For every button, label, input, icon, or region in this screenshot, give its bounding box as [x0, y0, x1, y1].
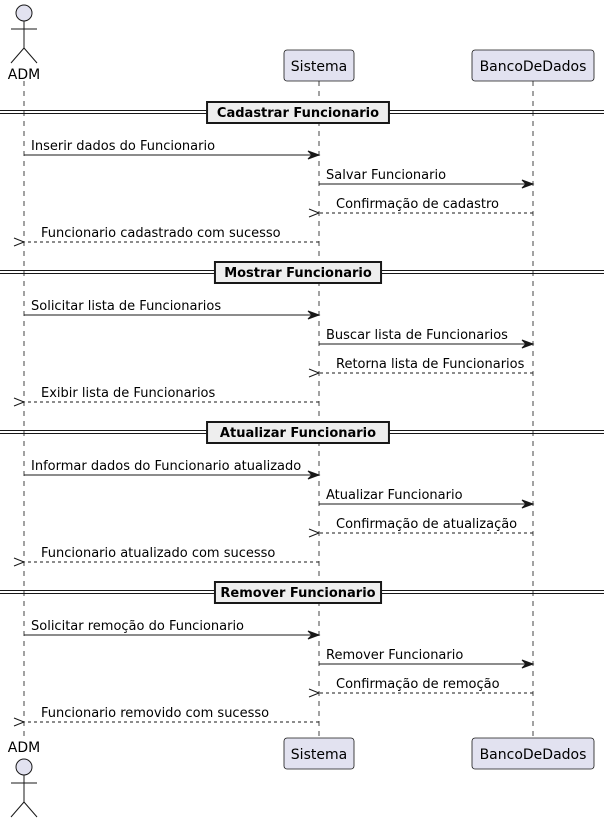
message-label: Remover Funcionario — [326, 648, 463, 663]
actor-leg-left — [10, 801, 25, 818]
section-title: Atualizar Funcionario — [220, 426, 376, 441]
actor-leg-right — [23, 801, 38, 818]
message-label: Retorna lista de Funcionarios — [336, 357, 525, 372]
arrowhead-open-icon — [13, 397, 26, 407]
actor-icon-bottom — [10, 758, 38, 818]
arrowhead-filled-icon — [307, 630, 321, 640]
section-title-box — [213, 581, 383, 604]
section-title: Cadastrar Funcionario — [217, 106, 379, 121]
actor-leg-left — [10, 47, 25, 64]
participant-box-db-bottom — [471, 737, 595, 770]
participant-box-db-top — [471, 49, 595, 82]
actor-icon-top — [10, 4, 38, 64]
participant-label-sis-top: Sistema — [291, 59, 347, 75]
message-label: Funcionario cadastrado com sucesso — [41, 226, 281, 241]
message-label: Confirmação de remoção — [336, 677, 500, 692]
arrowhead-filled-icon — [521, 179, 535, 189]
participant-box-sis-top — [283, 49, 355, 82]
participant-label-db-bottom: BancoDeDados — [480, 747, 587, 763]
actor-head — [15, 758, 33, 776]
message-label: Inserir dados do Funcionario — [31, 139, 215, 154]
arrowhead-open-icon — [13, 557, 26, 567]
message-label: Confirmação de cadastro — [336, 197, 499, 212]
message-label: Funcionario removido com sucesso — [41, 706, 269, 721]
message-label: Atualizar Funcionario — [326, 488, 463, 503]
arrowhead-open-icon — [13, 717, 26, 727]
arrowhead-open-icon — [308, 368, 321, 378]
section-title: Mostrar Funcionario — [224, 266, 372, 281]
message-label: Informar dados do Funcionario atualizado — [31, 459, 301, 474]
arrowhead-open-icon — [308, 208, 321, 218]
arrowhead-filled-icon — [521, 499, 535, 509]
message-label: Confirmação de atualização — [336, 517, 517, 532]
participant-label-sis-bottom: Sistema — [291, 747, 347, 763]
message-label: Solicitar lista de Funcionarios — [31, 299, 221, 314]
arrowhead-open-icon — [308, 688, 321, 698]
message-label: Exibir lista de Funcionarios — [41, 386, 216, 401]
section-title: Remover Funcionario — [220, 586, 375, 601]
participant-label-adm-bottom: ADM — [8, 740, 40, 756]
actor-leg-right — [23, 47, 38, 64]
section-title-box — [213, 261, 383, 284]
message-label: Salvar Funcionario — [326, 168, 446, 183]
arrowhead-filled-icon — [307, 310, 321, 320]
arrowhead-filled-icon — [307, 470, 321, 480]
arrowhead-open-icon — [13, 237, 26, 247]
message-label: Funcionario atualizado com sucesso — [41, 546, 275, 561]
section-title-box — [206, 421, 390, 444]
participant-label-adm-top: ADM — [8, 67, 40, 83]
participant-box-sis-bottom — [283, 737, 355, 770]
arrowhead-filled-icon — [307, 150, 321, 160]
section-title-box — [206, 101, 390, 124]
arrowhead-open-icon — [308, 528, 321, 538]
message-label: Buscar lista de Funcionarios — [326, 328, 508, 343]
participant-label-db-top: BancoDeDados — [480, 59, 587, 75]
arrowhead-filled-icon — [521, 659, 535, 669]
actor-head — [15, 4, 33, 22]
message-label: Solicitar remoção do Funcionario — [31, 619, 244, 634]
arrowhead-filled-icon — [521, 339, 535, 349]
